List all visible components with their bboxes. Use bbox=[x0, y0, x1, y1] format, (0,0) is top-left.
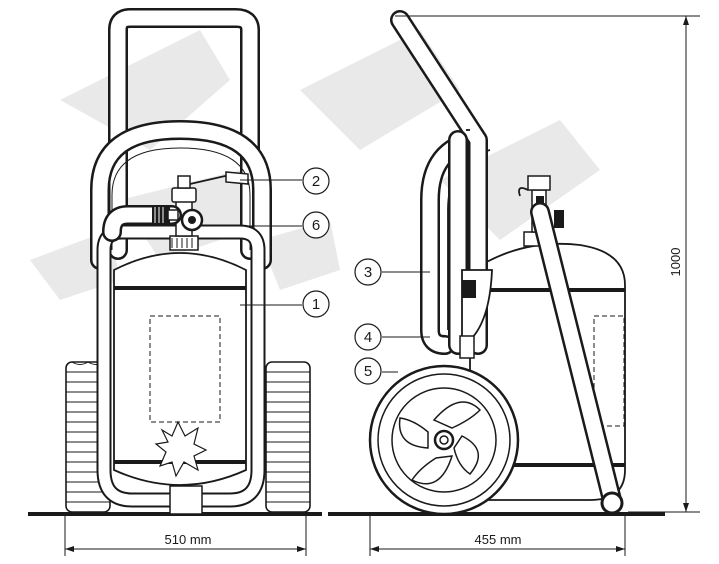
side-caster-wheel bbox=[600, 491, 624, 515]
callout-5: 5 bbox=[354, 357, 398, 385]
callout-4: 4 bbox=[354, 323, 430, 351]
dimension-side-width: 455 mm bbox=[369, 516, 626, 556]
dimension-height: 1000 bbox=[395, 15, 700, 513]
dimension-front-width: 510 mm bbox=[64, 516, 307, 556]
side-width-label: 455 mm bbox=[475, 532, 522, 547]
front-width-label: 510 mm bbox=[165, 532, 212, 547]
svg-text:6: 6 bbox=[312, 217, 320, 234]
side-big-wheel bbox=[368, 364, 520, 516]
svg-text:4: 4 bbox=[364, 329, 372, 346]
callout-2: 2 bbox=[240, 167, 330, 195]
height-label: 1000 bbox=[668, 248, 683, 277]
svg-text:2: 2 bbox=[312, 173, 320, 190]
callout-3: 3 bbox=[354, 258, 430, 286]
callout-1: 1 bbox=[240, 290, 330, 318]
svg-text:1: 1 bbox=[312, 296, 320, 313]
callouts: 2 6 1 3 4 5 bbox=[202, 167, 430, 385]
side-label-area bbox=[593, 315, 625, 427]
front-cylinder bbox=[113, 252, 247, 486]
front-starburst bbox=[154, 420, 208, 478]
svg-text:5: 5 bbox=[364, 363, 372, 380]
front-right-wheel bbox=[265, 361, 311, 513]
side-view bbox=[368, 10, 626, 516]
front-foot bbox=[169, 485, 203, 515]
front-label-area bbox=[149, 315, 221, 423]
front-valve bbox=[102, 171, 249, 251]
callout-6: 6 bbox=[202, 211, 330, 239]
svg-text:3: 3 bbox=[364, 264, 372, 281]
front-view bbox=[65, 8, 311, 515]
